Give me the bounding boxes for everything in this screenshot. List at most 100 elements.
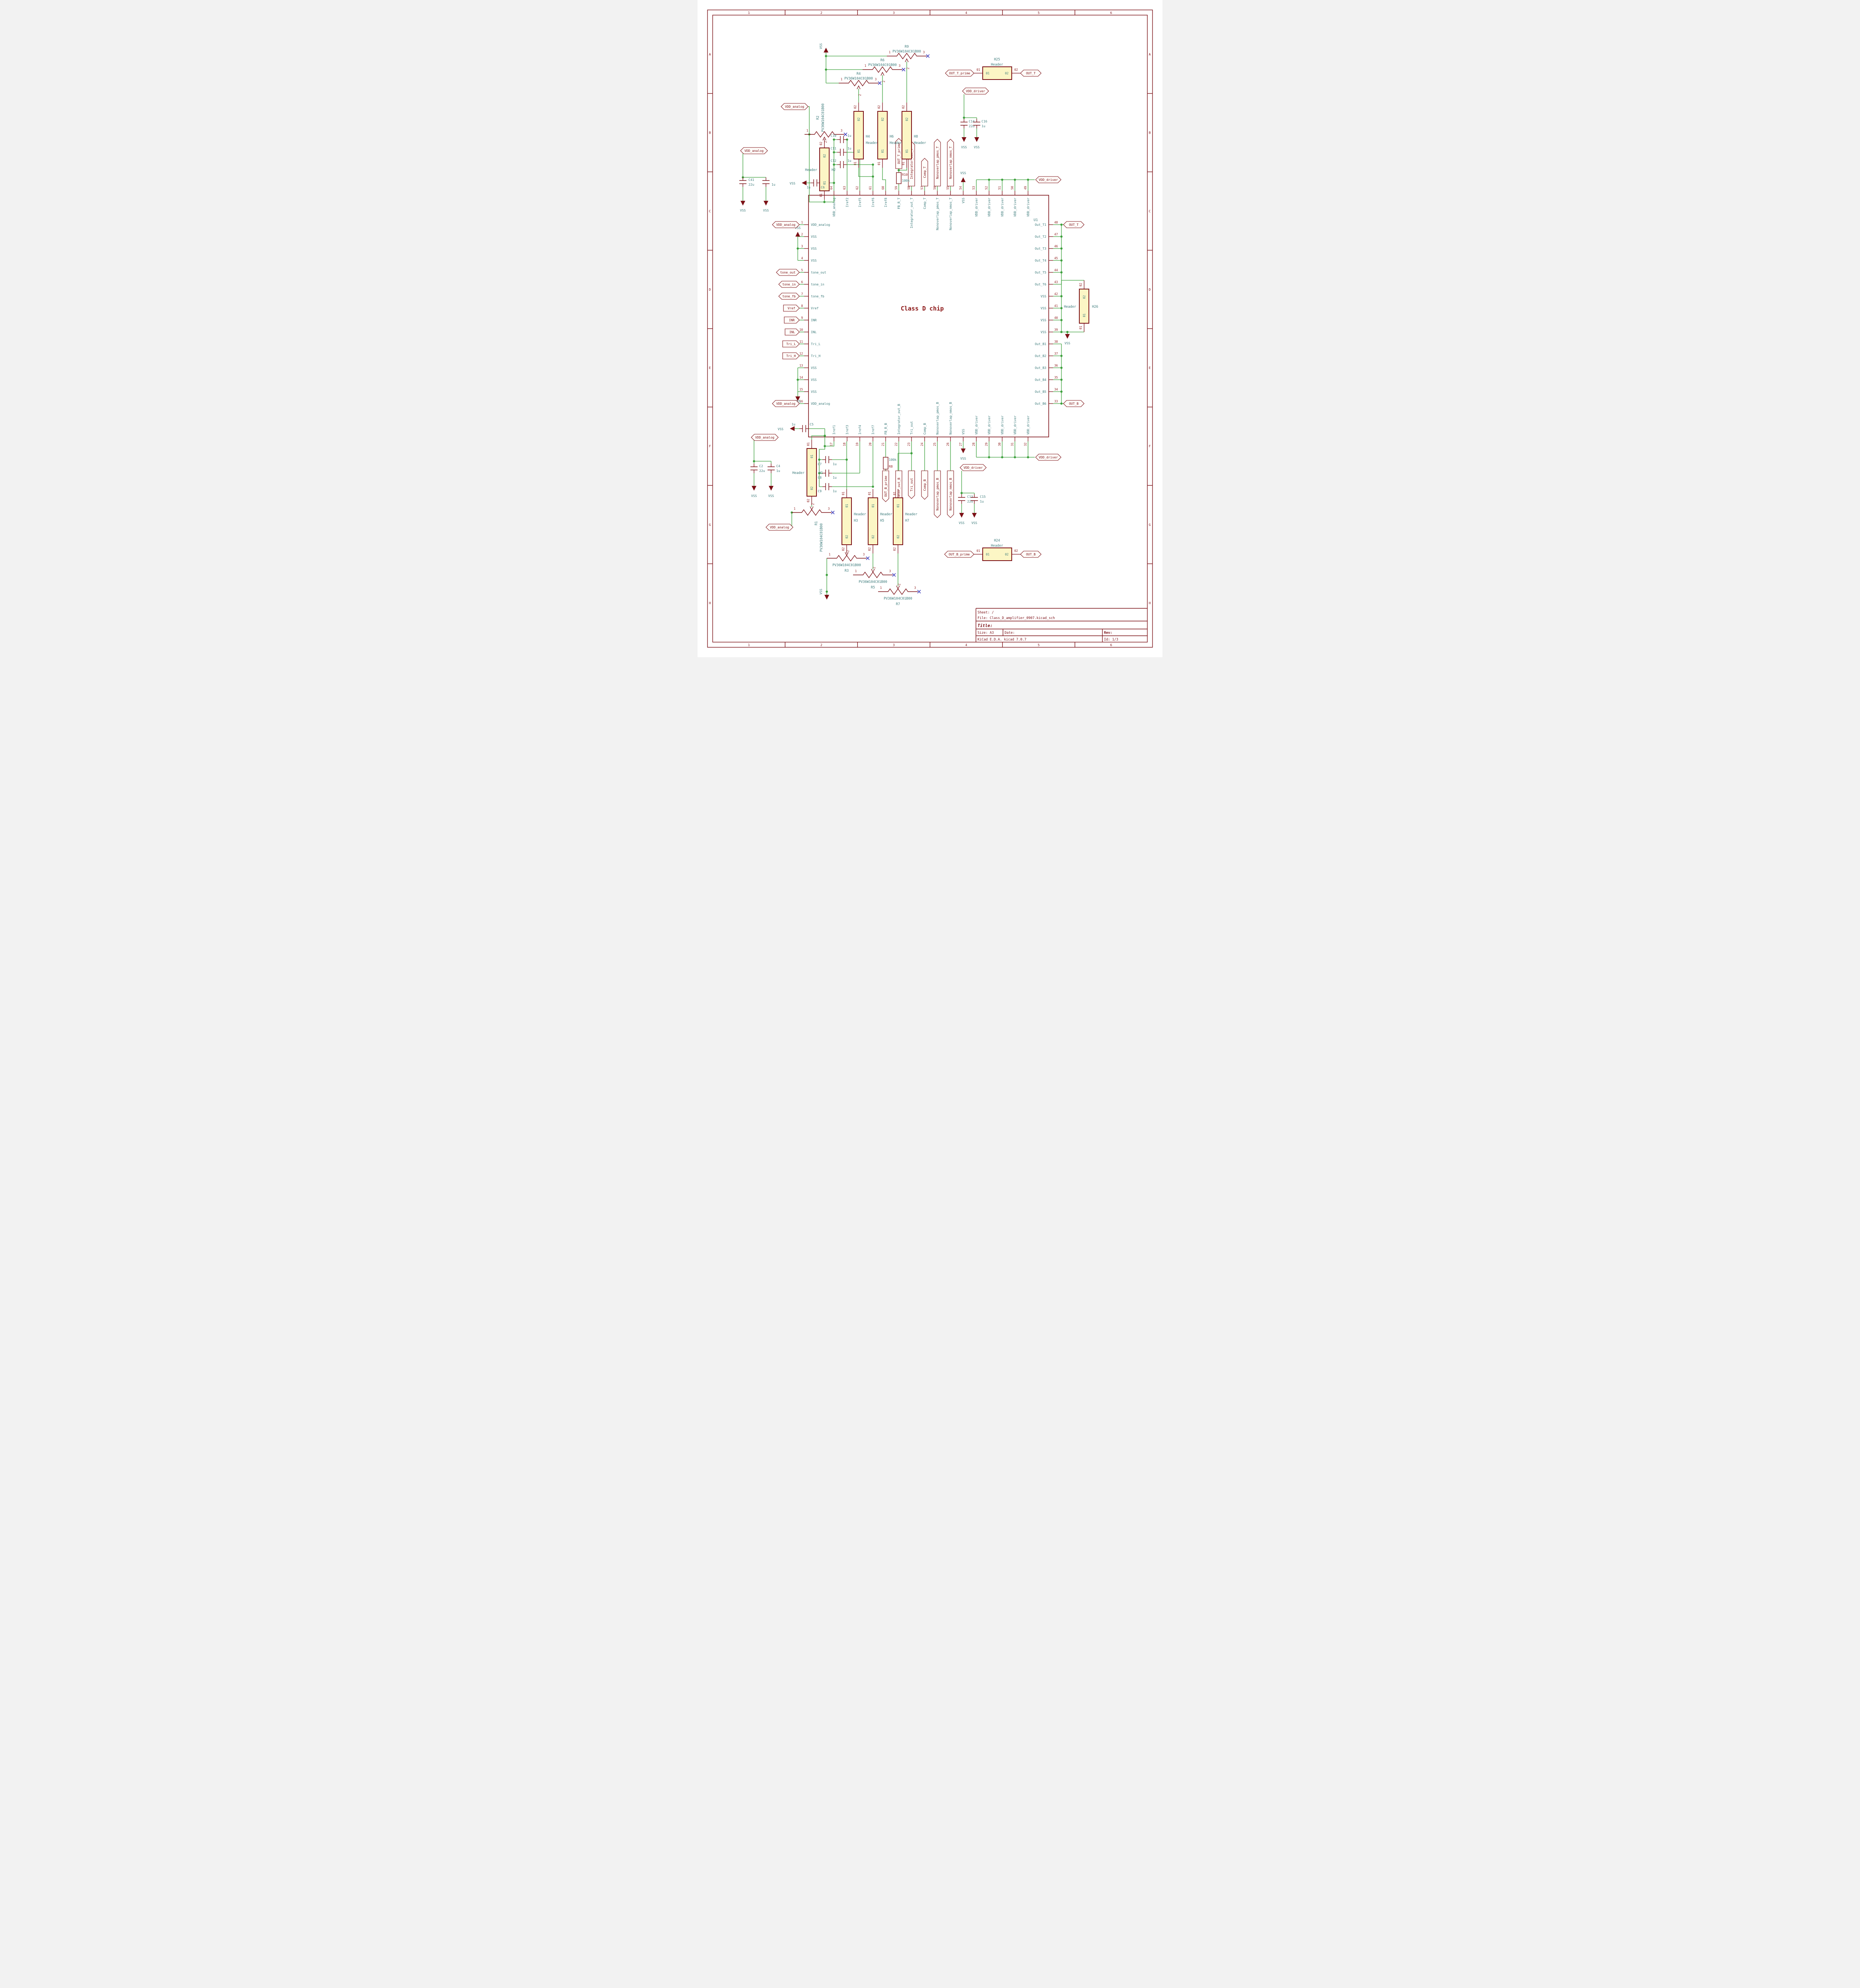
trimmer-r4[interactable] <box>839 80 878 87</box>
hier-label-flag[interactable] <box>751 434 779 441</box>
trimmer-reference: R9 <box>905 45 909 49</box>
hier-label-text: Nonoverlap_nmos_B <box>949 478 952 511</box>
hier-label-flag[interactable] <box>1035 176 1061 183</box>
capacitor[interactable] <box>973 122 980 126</box>
hier-label-flag[interactable] <box>778 281 800 288</box>
header-h25[interactable] <box>982 66 1012 80</box>
hier-label-flag[interactable] <box>776 269 800 276</box>
hier-label-flag[interactable] <box>784 316 800 324</box>
hier-label-flag[interactable] <box>947 470 954 518</box>
trimmer-r1[interactable] <box>792 509 832 516</box>
hier-label-flag[interactable] <box>1063 221 1085 228</box>
hier-label-flag[interactable] <box>778 293 800 300</box>
pin-name: VSS <box>811 259 817 262</box>
hier-label-flag[interactable] <box>772 400 800 407</box>
hier-label-flag[interactable] <box>960 464 987 471</box>
hier-label-flag[interactable] <box>1020 70 1042 77</box>
trimmer-pin-number: 1 <box>807 129 809 132</box>
capacitor[interactable] <box>802 425 806 432</box>
wire[interactable] <box>882 168 886 191</box>
hier-label-flag[interactable] <box>772 221 800 228</box>
wire[interactable] <box>811 435 825 440</box>
header-pin-number: 01 <box>902 161 905 165</box>
titleblock-file: File: Class_D_amplifier_0907.kicad_sch <box>978 616 1055 620</box>
wire[interactable] <box>899 168 907 171</box>
capacitor[interactable] <box>825 470 829 477</box>
hier-label-flag[interactable] <box>921 158 928 186</box>
hier-label-flag[interactable] <box>740 147 768 154</box>
capacitor[interactable] <box>762 180 770 184</box>
capacitor[interactable] <box>840 149 844 156</box>
resistor[interactable] <box>883 457 888 470</box>
header-pin-label: 01 <box>881 149 884 153</box>
capacitor[interactable] <box>750 466 758 470</box>
trimmer-r3[interactable] <box>827 555 867 562</box>
wire[interactable] <box>825 441 834 447</box>
wire[interactable] <box>808 106 834 202</box>
hier-label-flag[interactable] <box>934 139 941 186</box>
hier-label-flag[interactable] <box>882 470 889 502</box>
pin-name: VSS <box>1041 295 1047 298</box>
junction <box>1001 456 1003 458</box>
hier-label-flag[interactable] <box>781 103 809 110</box>
trimmer-r5[interactable] <box>853 571 893 579</box>
title-block: Sheet: / File: Class_D_amplifier_0907.ki… <box>976 608 1147 642</box>
hier-label-text: Tri_out <box>910 478 913 491</box>
header-pin-number: 01 <box>868 491 871 495</box>
wire[interactable] <box>819 429 825 487</box>
vss-arrow-icon <box>974 137 979 142</box>
pin-number: 32 <box>1024 443 1027 446</box>
resistor[interactable] <box>896 172 902 184</box>
vss-arrow-icon <box>962 137 966 142</box>
capacitor-value: 1u <box>982 124 985 128</box>
chip-u1[interactable]: U1 Class D chip <box>808 195 1049 437</box>
header-h1[interactable] <box>807 448 817 497</box>
header-h26[interactable] <box>1079 289 1089 324</box>
hier-label-flag[interactable] <box>962 87 989 95</box>
trimmer-r7[interactable] <box>878 588 918 595</box>
capacitor[interactable] <box>813 179 817 186</box>
hier-label-flag[interactable] <box>1063 400 1085 407</box>
hier-label-flag[interactable] <box>908 470 915 499</box>
trimmer-pin-number: 2 <box>846 550 850 552</box>
hier-label-flag[interactable] <box>934 470 941 518</box>
hier-label-flag[interactable] <box>1020 551 1042 558</box>
trimmer-reference: R6 <box>880 58 884 62</box>
titleblock-title: Title: <box>978 623 993 628</box>
hier-label-flag[interactable] <box>782 352 800 359</box>
trimmer-r6[interactable] <box>863 66 902 73</box>
hier-label-flag[interactable] <box>1035 454 1061 461</box>
pin-name: Tri_L <box>811 342 820 346</box>
pin-name: VDD_driver <box>1001 198 1004 217</box>
no-connect-icon <box>878 81 882 85</box>
pin-name: Out_B3 <box>1035 366 1046 370</box>
hier-label-flag[interactable] <box>947 139 954 186</box>
chip-body[interactable] <box>808 195 1049 437</box>
trimmer-value: PV36W104C01B00 <box>868 63 897 67</box>
capacitor[interactable] <box>958 497 965 501</box>
hier-label-flag[interactable] <box>783 305 800 312</box>
hier-label-flag[interactable] <box>895 138 902 169</box>
wire[interactable] <box>858 168 873 177</box>
pin-number: 49 <box>1024 186 1027 190</box>
capacitor[interactable] <box>960 122 968 126</box>
wire[interactable] <box>791 513 793 528</box>
header-reference: H4 <box>866 135 870 139</box>
capacitor[interactable] <box>768 466 775 470</box>
hier-label-flag[interactable] <box>785 328 800 336</box>
hier-label-text: OUT_B_prime <box>884 476 888 497</box>
trimmer-r2[interactable] <box>805 131 844 138</box>
trimmer-r9[interactable] <box>887 52 927 60</box>
wire[interactable] <box>1061 280 1084 332</box>
capacitor[interactable] <box>739 180 746 184</box>
hier-label-flag[interactable] <box>766 524 793 531</box>
hier-label-flag[interactable] <box>921 470 928 500</box>
capacitor[interactable] <box>825 456 829 463</box>
hier-label-flag[interactable] <box>782 340 800 348</box>
capacitor[interactable] <box>971 497 978 501</box>
capacitor[interactable] <box>840 161 844 168</box>
capacitor[interactable] <box>825 483 829 490</box>
hier-label-text: Comp_T <box>923 166 927 178</box>
capacitor[interactable] <box>840 136 844 143</box>
